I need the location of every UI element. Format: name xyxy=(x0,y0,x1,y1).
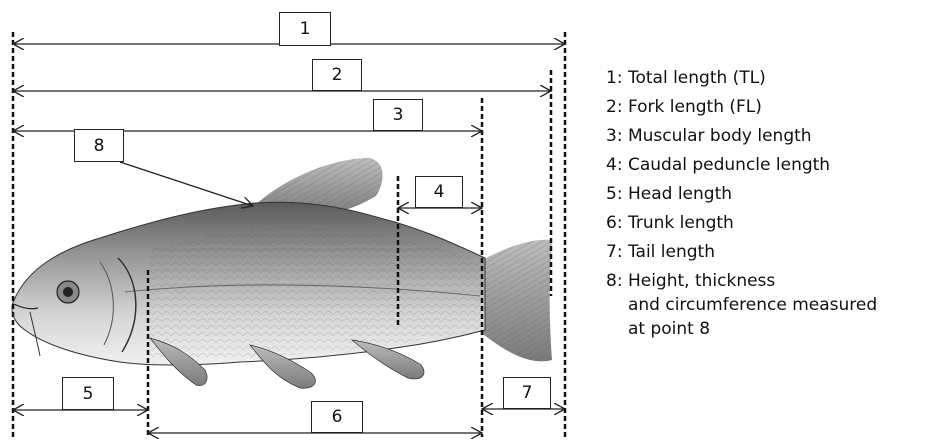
marker-box-3: 3 xyxy=(373,99,423,131)
legend-number: 4 xyxy=(606,153,617,177)
legend-item: 1: Total length (TL) xyxy=(606,66,946,90)
fish-illustration xyxy=(12,158,552,388)
legend-separator: : xyxy=(617,95,628,119)
legend-number: 1 xyxy=(606,66,617,90)
marker-box-7: 7 xyxy=(503,377,551,409)
legend: 1: Total length (TL) 2: Fork length (FL)… xyxy=(606,66,946,346)
legend-item: 5: Head length xyxy=(606,182,946,206)
legend-number: 8 xyxy=(606,269,617,341)
legend-text: Trunk length xyxy=(628,211,734,235)
marker-box-2: 2 xyxy=(312,59,362,91)
legend-item: 2: Fork length (FL) xyxy=(606,95,946,119)
legend-item: 4: Caudal peduncle length xyxy=(606,153,946,177)
marker-box-8: 8 xyxy=(74,129,124,162)
legend-item: 8: Height, thickness and circumference m… xyxy=(606,269,946,341)
legend-item: 6: Trunk length xyxy=(606,211,946,235)
legend-number: 6 xyxy=(606,211,617,235)
legend-separator: : xyxy=(617,269,628,341)
legend-number: 5 xyxy=(606,182,617,206)
legend-text: Tail length xyxy=(628,240,715,264)
legend-separator: : xyxy=(617,124,628,148)
legend-number: 7 xyxy=(606,240,617,264)
legend-item: 3: Muscular body length xyxy=(606,124,946,148)
marker-box-4: 4 xyxy=(415,176,463,208)
legend-separator: : xyxy=(617,182,628,206)
legend-text: Fork length (FL) xyxy=(628,95,762,119)
legend-separator: : xyxy=(617,240,628,264)
legend-text: Total length (TL) xyxy=(628,66,766,90)
legend-separator: : xyxy=(617,153,628,177)
marker-box-5: 5 xyxy=(62,377,114,410)
marker-box-6: 6 xyxy=(311,401,363,433)
legend-text: Height, thickness and circumference meas… xyxy=(628,269,877,341)
legend-text: Muscular body length xyxy=(628,124,812,148)
legend-number: 2 xyxy=(606,95,617,119)
legend-number: 3 xyxy=(606,124,617,148)
arrow-8-pointer xyxy=(120,162,253,206)
marker-box-1: 1 xyxy=(279,12,331,46)
legend-separator: : xyxy=(617,66,628,90)
legend-text: Head length xyxy=(628,182,732,206)
legend-text: Caudal peduncle length xyxy=(628,153,830,177)
legend-separator: : xyxy=(617,211,628,235)
legend-item: 7: Tail length xyxy=(606,240,946,264)
